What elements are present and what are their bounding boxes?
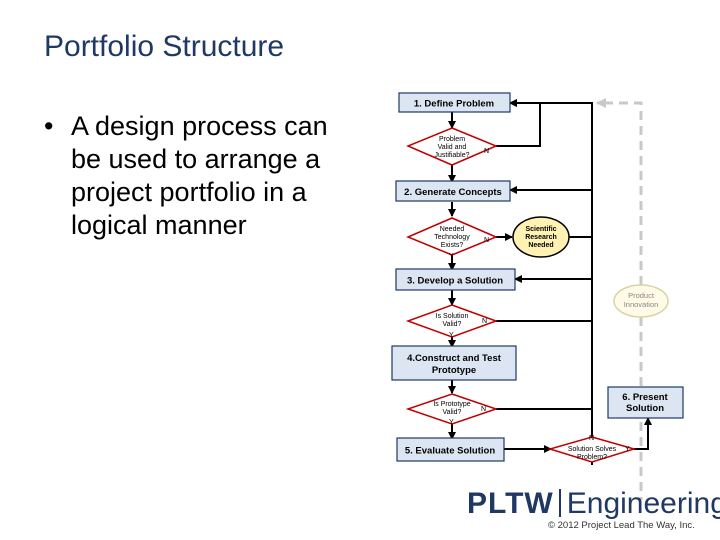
svg-text:Is Prototype: Is Prototype: [433, 401, 470, 408]
no-label: N: [481, 406, 486, 413]
no-label: N: [589, 435, 594, 442]
svg-text:Product: Product: [628, 291, 655, 300]
step-label: 4.Construct and Test: [407, 353, 502, 364]
slide-title: Portfolio Structure: [44, 30, 285, 63]
bullet-item: • A design process can be used to arrang…: [44, 110, 354, 242]
svg-text:Valid?: Valid?: [443, 409, 462, 416]
svg-text:Needed: Needed: [440, 226, 465, 233]
svg-text:Valid and: Valid and: [438, 144, 467, 151]
step-label: 2. Generate Concepts: [404, 187, 502, 198]
step-label: Prototype: [432, 365, 476, 376]
copyright-notice: © 2012 Project Lead The Way, Inc.: [548, 520, 695, 531]
step-construct-test-prototype: 4.Construct and Test Prototype: [391, 345, 517, 381]
decision-problem-valid: Problem Valid and Justifiable? N: [406, 127, 498, 166]
svg-text:Research: Research: [525, 234, 557, 241]
step-label: 6. Present: [622, 392, 668, 403]
step-label: Solution: [626, 403, 664, 414]
yes-label: Y: [449, 332, 454, 339]
decision-prototype-valid: Is Prototype Valid? N Y: [405, 393, 499, 426]
svg-text:Technology: Technology: [434, 234, 470, 241]
svg-text:Solution Solves: Solution Solves: [568, 446, 617, 453]
decision-solution-solves-problem: Solution Solves Problem? N Y: [547, 435, 637, 463]
svg-text:Scientific: Scientific: [525, 226, 556, 233]
step-generate-concepts: 2. Generate Concepts: [395, 180, 511, 202]
svg-text:Problem: Problem: [439, 136, 465, 143]
flow-connectors: [448, 99, 652, 465]
svg-text:Valid?: Valid?: [443, 321, 462, 328]
svg-text:Needed: Needed: [528, 242, 553, 249]
bullet-text: A design process can be used to arrange …: [71, 111, 328, 240]
svg-text:Innovation: Innovation: [624, 300, 659, 309]
step-develop-solution: 3. Develop a Solution: [395, 268, 516, 291]
step-define-problem: 1. Define Problem: [398, 92, 511, 113]
svg-text:Problem?: Problem?: [577, 454, 607, 461]
step-label: 3. Develop a Solution: [407, 276, 503, 287]
yes-label: Y: [449, 419, 454, 426]
step-label: 1. Define Problem: [414, 99, 494, 110]
step-label: 5. Evaluate Solution: [405, 446, 495, 457]
node-product-innovation: Product Innovation: [613, 284, 669, 318]
step-present-solution: 6. Present Solution: [607, 386, 684, 419]
svg-text:Exists?: Exists?: [441, 242, 464, 249]
no-label: N: [482, 318, 487, 325]
logo-divider: [558, 489, 561, 517]
no-label: N: [484, 148, 489, 155]
bullet-dot: •: [44, 111, 54, 141]
svg-text:Justifiable?: Justifiable?: [434, 152, 469, 159]
yes-label: Y: [449, 253, 454, 260]
node-scientific-research: Scientific Research Needed: [512, 216, 570, 258]
decision-solution-valid: Is Solution Valid? N Y: [405, 304, 499, 339]
svg-text:Is Solution: Is Solution: [436, 313, 469, 320]
no-label: N: [484, 237, 489, 244]
yes-label: Y: [625, 446, 630, 453]
step-evaluate-solution: 5. Evaluate Solution: [396, 437, 505, 462]
decision-needed-technology: Needed Technology Exists? N Y: [406, 217, 498, 260]
